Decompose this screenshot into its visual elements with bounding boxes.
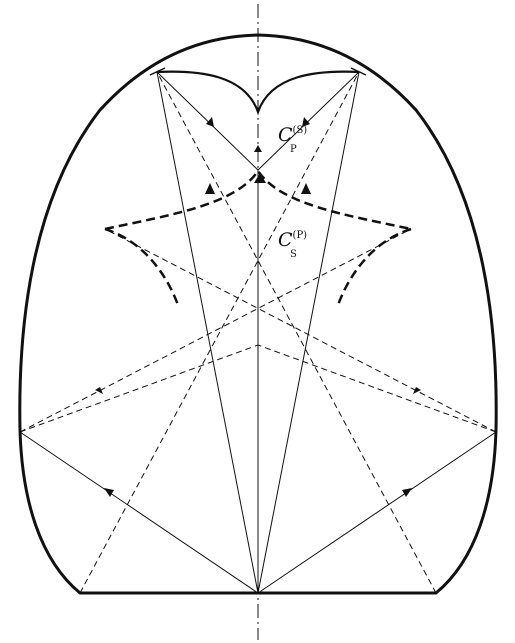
label-cp-s: C(S) P bbox=[278, 124, 308, 155]
label-cs-sub: S bbox=[290, 249, 297, 260]
caustic-cs-dashed bbox=[104, 168, 412, 231]
label-cs-p: C(P) S bbox=[278, 229, 308, 260]
solid-rays bbox=[19, 71, 497, 594]
caustic-cs-lower-left bbox=[104, 227, 180, 306]
caustic-cp-upper bbox=[156, 70, 360, 116]
label-cs-sup: (P) bbox=[292, 229, 308, 241]
label-cp-base: C bbox=[278, 124, 293, 146]
label-cp-sub: P bbox=[290, 144, 297, 155]
reflection-points bbox=[149, 67, 367, 76]
arrowheads bbox=[95, 117, 421, 497]
dashed-rays bbox=[19, 71, 497, 594]
outer-boundary bbox=[18, 33, 498, 595]
label-cs-base: C bbox=[278, 229, 293, 251]
caustic-cs-lower-right bbox=[336, 227, 412, 306]
label-cp-sup: (S) bbox=[292, 124, 308, 136]
